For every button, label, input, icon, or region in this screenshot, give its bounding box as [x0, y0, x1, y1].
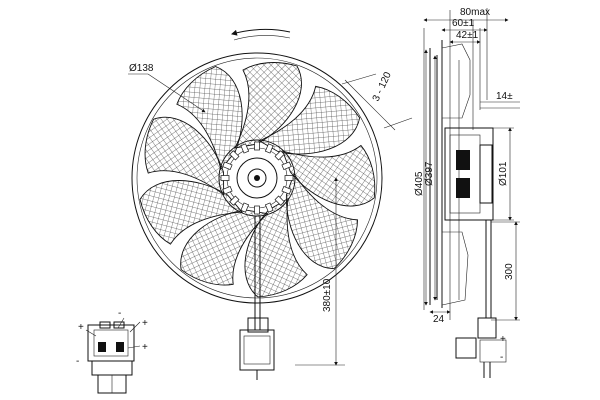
- hub-tooth: [254, 205, 260, 215]
- detail-minus-top: -: [118, 308, 121, 319]
- hub-center: [247, 168, 267, 188]
- detail-minus-left: -: [76, 356, 79, 367]
- motor-body: [444, 127, 494, 221]
- hub-tooth: [284, 175, 294, 181]
- label-mount: 3 - 120: [371, 70, 394, 103]
- fan-shroud-outer: [131, 52, 383, 304]
- fan-blade: [281, 144, 376, 207]
- dim-mount: [344, 79, 396, 131]
- hub-tooth: [274, 150, 285, 161]
- hub-axle: [254, 175, 260, 181]
- fan-blade: [285, 172, 358, 270]
- hub-tooth: [281, 185, 292, 195]
- side-connector: [455, 317, 507, 378]
- label-14: 14±: [496, 91, 513, 102]
- hub-tooth: [229, 150, 240, 161]
- fan-blade: [176, 66, 243, 171]
- fan-blade: [144, 116, 225, 196]
- side-view: 80max 60±1 42±1 14± Ø405 Ø397 Ø101 300 2…: [414, 7, 520, 378]
- detail-plus-left: +: [78, 322, 84, 333]
- hub-tooth: [240, 202, 250, 213]
- label-cable: 380±10: [322, 278, 333, 312]
- label-overall-depth: 80max: [460, 7, 490, 18]
- fan-blades: [139, 62, 376, 298]
- leader-fan-diameter: [147, 73, 206, 113]
- side-minus-symbol: -: [500, 352, 503, 363]
- label-dia-397: Ø397: [424, 161, 435, 186]
- hub-motor: [236, 157, 278, 199]
- front-view: Ø138 3 - 120 380±10: [128, 28, 413, 380]
- label-dia-405: Ø405: [414, 171, 425, 196]
- hub-tooth: [220, 175, 230, 181]
- hub-tooth: [240, 143, 250, 154]
- connector-detail: - + + + -: [76, 308, 148, 394]
- rotation-arrow-icon: [231, 28, 291, 41]
- hub-tooth: [281, 161, 292, 171]
- side-plus-symbol: +: [500, 334, 506, 345]
- front-connector: [239, 317, 275, 380]
- hub-tooth: [264, 143, 274, 154]
- label-depth-42: 42±1: [456, 30, 479, 41]
- hub-teeth: [220, 141, 294, 215]
- detail-plus-right: +: [142, 318, 148, 329]
- label-300: 300: [504, 263, 515, 280]
- label-fan-diameter: Ø138: [129, 63, 154, 74]
- hub-tooth: [254, 141, 260, 151]
- hub-tooth: [264, 202, 274, 213]
- hub-outer: [218, 139, 296, 217]
- hub-tooth: [274, 195, 285, 206]
- hub-tooth: [222, 185, 233, 195]
- label-dia-101: Ø101: [498, 161, 509, 186]
- hub-tooth: [229, 195, 240, 206]
- detail-plus-right-lower: +: [142, 342, 148, 353]
- fan-blade: [180, 209, 269, 286]
- label-24: 24: [433, 314, 445, 325]
- fan-blade: [139, 180, 243, 245]
- label-depth-60: 60±1: [452, 18, 475, 29]
- fan-blade: [234, 62, 302, 149]
- fan-blade: [258, 85, 361, 155]
- fan-shroud-inner: [136, 57, 378, 299]
- hub-tooth: [222, 161, 233, 171]
